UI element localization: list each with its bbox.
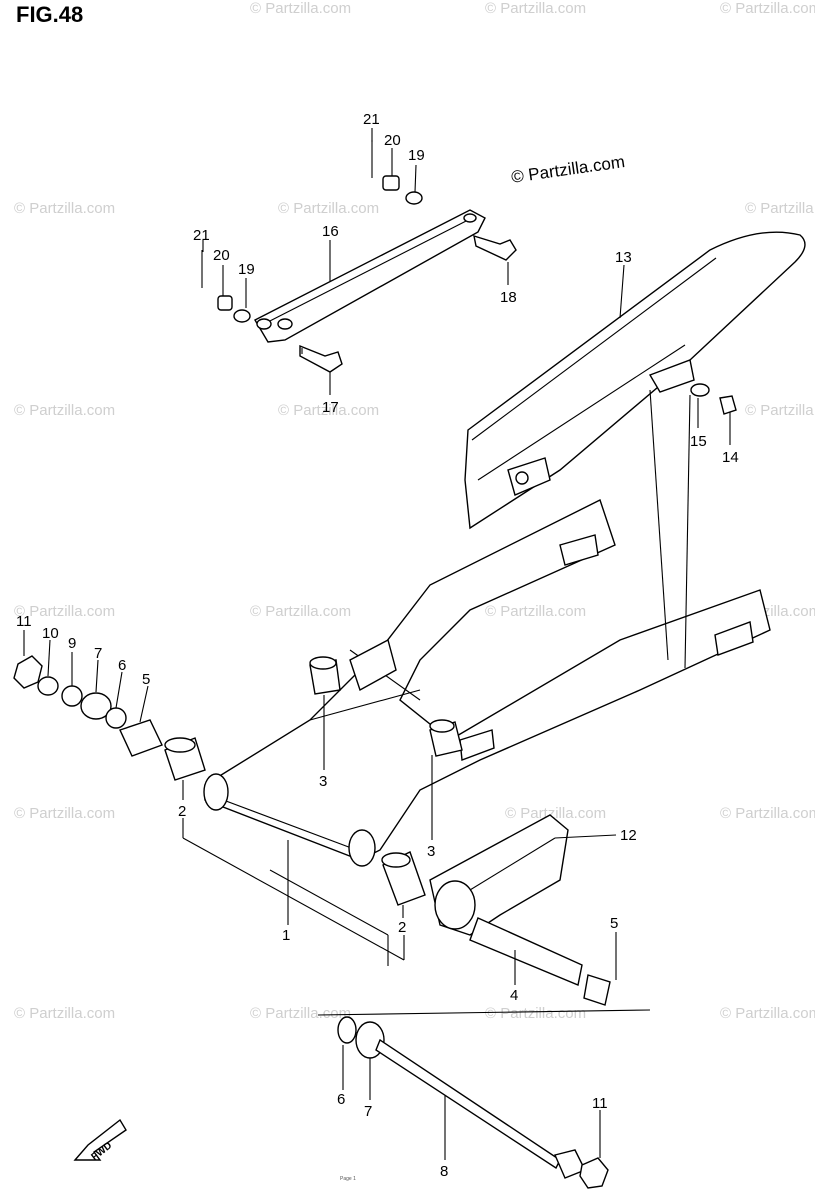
bolt-17 — [299, 344, 343, 373]
chain-case-13 — [464, 231, 806, 530]
watermark: © Partzilla.com — [14, 402, 116, 419]
callout-13: 13 — [615, 249, 632, 266]
callout-18: 18 — [500, 289, 517, 306]
watermark: © Partzilla.com — [720, 805, 815, 822]
watermark: © Partzilla.com — [14, 805, 116, 822]
callout-1: 1 — [282, 927, 290, 944]
watermark: © Partzilla.com — [485, 603, 587, 620]
bushings — [164, 656, 463, 906]
watermark: © Partzilla.com — [745, 200, 815, 217]
callout-16: 16 — [322, 223, 339, 240]
callout-8: 8 — [440, 1163, 448, 1180]
torque-rod-16 — [254, 209, 486, 343]
callout-7-lower: 7 — [364, 1103, 372, 1120]
callout-21-upper: 21 — [363, 111, 380, 128]
bolt-18 — [473, 234, 517, 261]
callout-19-upper: 19 — [408, 147, 425, 164]
callout-15: 15 — [690, 433, 707, 450]
callout-12: 12 — [620, 827, 637, 844]
callout-19-lower: 19 — [238, 261, 255, 278]
callout-20-lower: 20 — [213, 247, 230, 264]
callout-5-left: 5 — [142, 671, 150, 688]
watermark: © Partzilla.com — [250, 1005, 352, 1022]
callout-6-left: 6 — [118, 657, 126, 674]
watermark: © Partzilla.com — [505, 805, 607, 822]
chain-buffer-12 — [429, 814, 569, 936]
figure-title: FIG.48 — [16, 2, 84, 27]
callout-9: 9 — [68, 635, 76, 652]
callout-labels: 21 20 19 16 18 21 20 19 17 13 15 14 11 1… — [16, 111, 739, 1180]
callout-11-left: 11 — [16, 613, 32, 630]
watermark: © Partzilla.com — [485, 0, 587, 17]
watermark: © Partzilla.com — [14, 200, 116, 217]
watermark: © Partzilla.com — [278, 402, 380, 419]
pivot-stack-left — [13, 655, 163, 757]
watermark: © Partzilla.com — [485, 1005, 587, 1022]
watermark: © Partzilla.com — [720, 1005, 815, 1022]
swingarm-1 — [203, 389, 771, 867]
callout-7-left: 7 — [94, 645, 102, 662]
callout-6-lower: 6 — [337, 1091, 345, 1108]
leader-lines — [23, 128, 731, 1160]
callout-10: 10 — [42, 625, 59, 642]
pivot-collar-4-5 — [317, 917, 651, 1016]
watermark: © Partzilla.com — [14, 1005, 116, 1022]
callout-21-lower: 21 — [193, 227, 210, 244]
watermark: © Partzilla.com — [745, 402, 815, 419]
callout-2-left: 2 — [178, 803, 186, 820]
callout-3-left: 3 — [319, 773, 327, 790]
callout-14: 14 — [722, 449, 739, 466]
callout-4: 4 — [510, 987, 518, 1004]
watermark: © Partzilla.com — [250, 603, 352, 620]
pivot-axle-8 — [337, 1016, 609, 1189]
callout-20-upper: 20 — [384, 132, 401, 149]
nut-washer-set-upper — [201, 140, 423, 323]
callout-2-right: 2 — [398, 919, 406, 936]
watermark: © Partzilla.com — [720, 0, 815, 17]
watermark: © Partzilla.com — [278, 200, 380, 217]
fwd-arrow-icon — [73, 1118, 127, 1161]
watermark: © Partzilla.com — [14, 603, 116, 620]
callout-3-right: 3 — [427, 843, 435, 860]
callout-11-lower: 11 — [592, 1095, 608, 1112]
watermark: © Partzilla.com — [250, 0, 352, 17]
callout-17: 17 — [322, 399, 339, 416]
footer-note: Page 1 — [340, 1176, 356, 1182]
callout-5-right: 5 — [610, 915, 618, 932]
